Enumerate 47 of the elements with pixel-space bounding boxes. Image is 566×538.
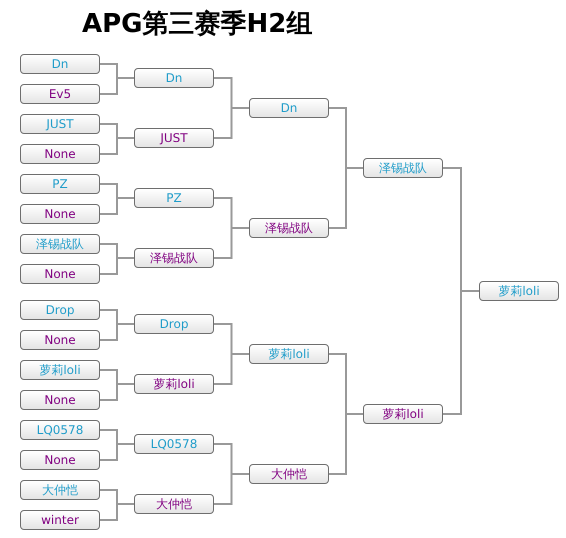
team-slot: None (20, 264, 100, 284)
team-slot: Drop (20, 300, 100, 320)
team-slot: LQ0578 (20, 420, 100, 440)
bracket-line (329, 413, 363, 475)
team-slot: 泽锡战队 (134, 248, 214, 268)
team-slot: JUST (134, 128, 214, 148)
team-slot: None (20, 144, 100, 164)
team-slot: 萝莉loli (249, 344, 329, 364)
team-slot: Drop (134, 314, 214, 334)
team-slot: LQ0578 (134, 434, 214, 454)
bracket-line (214, 107, 249, 139)
bracket-line (100, 323, 134, 341)
team-slot: Dn (134, 68, 214, 88)
team-slot: Dn (249, 98, 329, 118)
bracket-line (100, 257, 134, 275)
bracket-line (100, 443, 134, 461)
bracket-line (100, 197, 134, 215)
team-slot: None (20, 390, 100, 410)
team-slot: 泽锡战队 (249, 218, 329, 238)
team-slot: 萝莉loli (134, 374, 214, 394)
bracket-line (100, 137, 134, 155)
team-slot: 大仲恺 (249, 464, 329, 484)
bracket-line (100, 503, 134, 521)
bracket-line (100, 77, 134, 95)
bracket-line (214, 353, 249, 385)
bracket-line (214, 473, 249, 505)
team-slot: 萝莉loli (363, 404, 443, 424)
team-slot: 泽锡战队 (363, 158, 443, 178)
team-slot: 萝莉loli (20, 360, 100, 380)
bracket-line (443, 290, 479, 415)
team-slot: None (20, 204, 100, 224)
team-slot: Dn (20, 54, 100, 74)
title: APG第三赛季H2组 (82, 8, 312, 41)
team-slot: Ev5 (20, 84, 100, 104)
team-slot: None (20, 450, 100, 470)
team-slot: None (20, 330, 100, 350)
team-slot: 泽锡战队 (20, 234, 100, 254)
team-slot: winter (20, 510, 100, 530)
team-slot: PZ (134, 188, 214, 208)
bracket-line (329, 167, 363, 229)
team-slot: JUST (20, 114, 100, 134)
team-slot: PZ (20, 174, 100, 194)
bracket-line (100, 383, 134, 401)
team-slot: 萝莉loli (479, 281, 559, 301)
bracket-line (214, 227, 249, 259)
team-slot: 大仲恺 (20, 480, 100, 500)
team-slot: 大仲恺 (134, 494, 214, 514)
